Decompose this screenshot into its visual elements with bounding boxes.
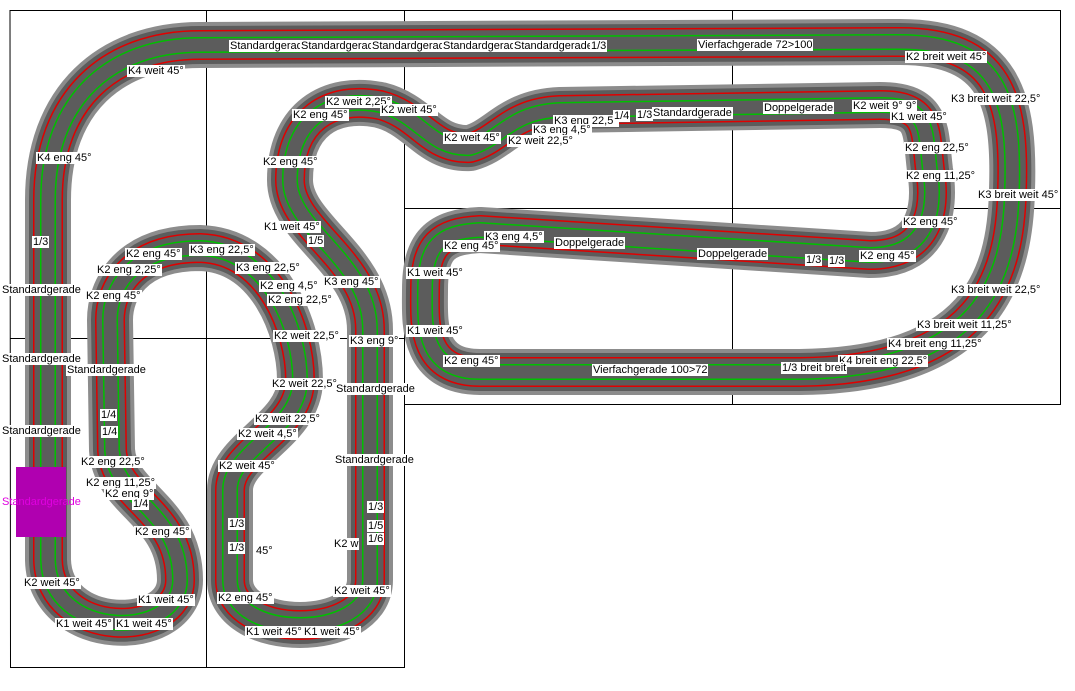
track-piece-label: K4 weit 45°	[127, 65, 185, 77]
track-piece-label: K2 eng 45°	[902, 216, 959, 228]
track-piece-label: K2 eng 22,5°	[267, 294, 333, 306]
track-piece-label: K2 weit 45°	[23, 577, 81, 589]
track-piece-label: Standardgerade	[66, 364, 147, 376]
track-piece-label: K2 eng 11,25°	[905, 170, 977, 182]
track-piece-label: 1/3	[828, 255, 846, 267]
track-piece-label: Standardgerade	[513, 40, 594, 52]
track-piece-label: K2 eng 45°	[262, 156, 319, 168]
track-piece-label: K1 weit 45°	[55, 618, 113, 630]
track-piece-label: K3 eng 9°	[349, 335, 400, 347]
track-piece-label: 1/3 breit breit	[781, 362, 848, 374]
track-piece-label: 45°	[255, 545, 274, 557]
track-piece-label: K2 weit 22,5°	[271, 378, 338, 390]
track-piece-label: K2 eng 4,5°	[259, 280, 319, 292]
track-piece-label: K2 weit 45°	[443, 132, 501, 144]
track-piece-label: 1/3	[636, 109, 654, 121]
track-piece-label: Standardgerade	[1, 353, 82, 365]
track-piece-label: Vierfachgerade 72>100	[697, 39, 814, 51]
track-piece-label: Standardgerade	[652, 107, 733, 119]
track-piece-label: K2 weit 22,5°	[273, 330, 340, 342]
track-piece-label: K2 weit 45°	[380, 104, 438, 116]
track-piece-label: K3 eng 22,5°	[235, 262, 301, 274]
track-piece-label: 1/3	[228, 542, 246, 554]
track-piece-label: Standardgerade	[2, 496, 81, 508]
track-piece-label: K2 weit 4,5°	[237, 428, 298, 440]
track-piece-label: 1/5	[307, 235, 325, 247]
track-piece-label: K2 eng 11,25°	[85, 477, 157, 489]
track-piece-label: K2 eng 22,5°	[80, 456, 146, 468]
track-piece-label: K1 weit 45°	[263, 221, 321, 233]
track-piece-label: K2 eng 9°	[104, 488, 155, 500]
track-piece-label: K2 weit 9° 9°	[852, 100, 918, 112]
track-piece-label: K1 weit 45°	[406, 267, 464, 279]
track-piece-label: K3 breit weit 22,5°	[950, 284, 1042, 296]
track-piece-label: K2 weit 2,25°	[325, 96, 392, 108]
track-piece-label: K2 eng 2,25°	[96, 264, 162, 276]
track-piece-label: K2 weit 45°	[333, 585, 391, 597]
track-piece-label: Doppelgerade	[697, 248, 769, 260]
track-piece-label: K2 eng 45°	[859, 250, 916, 262]
track-piece-label: K2 eng 45°	[85, 290, 142, 302]
track-piece-label: Standardgerad	[442, 40, 517, 52]
track-piece-label: Standardgerade	[334, 454, 415, 466]
track-piece-label: K1 weit 45°	[406, 325, 464, 337]
track-piece-label: K4 breit eng 22,5°	[838, 355, 929, 367]
track-piece-label: K2 eng 45°	[134, 526, 191, 538]
track-piece-label: K2 eng 45°	[443, 240, 500, 252]
track-piece-label: Standardgerad	[300, 40, 375, 52]
track-piece-label: K2 weit 22,5°	[507, 135, 574, 147]
track-piece-label: K1 weit 45°	[890, 111, 948, 123]
track-piece-label: Standardgerade	[1, 425, 82, 437]
track-piece-label: K2 eng 45°	[292, 109, 349, 121]
track-piece-label: K3 breit weit 22,5°	[950, 93, 1042, 105]
track-piece-label: K2 eng 45°	[125, 248, 182, 260]
track-piece-label: Doppelgerade	[554, 237, 626, 249]
track-piece-label: K1 weit 45°	[137, 594, 195, 606]
slot-car-track	[25, 19, 1036, 648]
track-piece-label: 1/4	[100, 409, 118, 421]
track-piece-label: 1/3	[32, 236, 50, 248]
track-piece-label: K3 eng 45°	[323, 276, 380, 288]
track-piece-label: K2 eng 22,5°	[904, 142, 970, 154]
track-piece-label: K3 eng 22,5°	[189, 244, 255, 256]
track-piece-label: K2 weit 22,5°	[254, 413, 321, 425]
track-piece-label: K2 eng 45°	[217, 592, 274, 604]
track-piece-label: 1/6	[367, 533, 385, 545]
track-piece-label: K3 eng 4,5°	[532, 124, 592, 136]
track-piece-label: Vierfachgerade 100>72	[592, 364, 709, 376]
track-piece-label: K2 weit 45°	[218, 460, 276, 472]
page-grid	[9, 10, 1061, 668]
track-piece-label: 1/5	[367, 520, 385, 532]
track-piece-label: Doppelgerade	[763, 102, 835, 114]
track-piece-label: 1/4	[101, 426, 119, 438]
track-piece-label: K3 breit weit 11,25°	[916, 319, 1013, 331]
track-piece-label: Standardgerade	[335, 383, 416, 395]
track-piece-label: 1/4	[132, 498, 150, 510]
track-piece-label: K1 weit 45°	[115, 618, 173, 630]
track-piece-label: 1/3	[228, 518, 246, 530]
track-piece-label: K3 breit weit 45°	[977, 189, 1060, 201]
track-piece-label: K4 breit eng 11,25°	[887, 338, 983, 350]
track-piece-label: Standardgerade	[1, 284, 82, 296]
track-piece-label: 1/3	[590, 40, 608, 52]
track-piece-label: K1 weit 45°	[245, 626, 303, 638]
track-piece-label: Standardgerad	[229, 40, 304, 52]
track-piece-label: Standardgerad	[371, 40, 446, 52]
track-piece-label: K4 eng 45°	[36, 152, 93, 164]
track-piece-label: 1/4	[613, 110, 631, 122]
track-piece-label: K2 w	[333, 538, 360, 550]
track-piece-label: 1/3	[367, 501, 385, 513]
highlighted-track-piece[interactable]	[16, 467, 66, 537]
track-piece-label: K2 breit weit 45°	[905, 51, 988, 63]
track-piece-label: K2 eng 45°	[443, 355, 500, 367]
track-piece-label: 1/3	[805, 254, 823, 266]
track-piece-label: K1 weit 45°	[303, 626, 361, 638]
